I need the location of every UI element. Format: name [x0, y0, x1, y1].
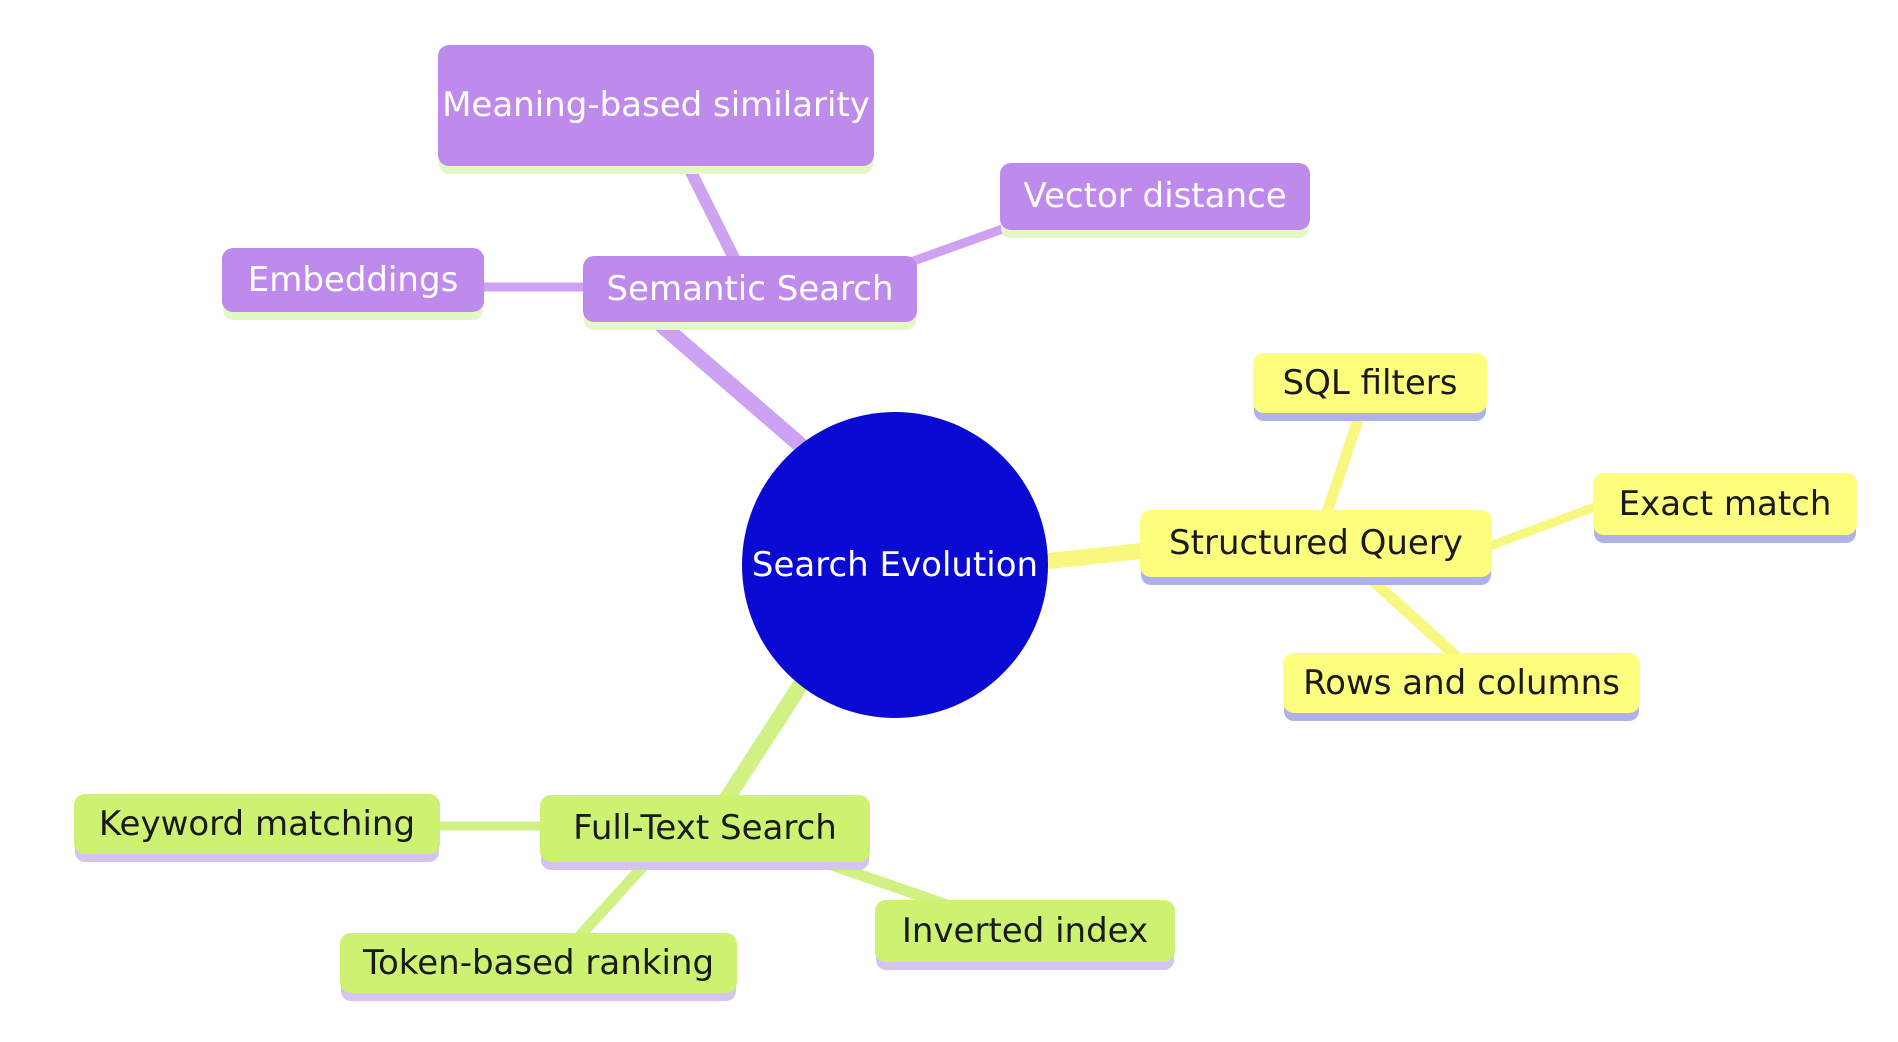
edge-root-semantic-search — [644, 308, 818, 462]
child-node-sql-filters: SQL filters — [1253, 353, 1487, 413]
branch-node-semantic-search: Semantic Search — [583, 256, 917, 322]
edge-fts-inverted-index — [824, 857, 952, 912]
edge-semantic-meaning-based — [678, 155, 742, 265]
root-node-search-evolution: Search Evolution — [742, 412, 1048, 718]
edge-structured-sql-filters — [1320, 418, 1364, 517]
branch-node-full-text-search: Full-Text Search — [540, 795, 870, 862]
edge-semantic-vector-distance — [906, 222, 1010, 268]
edge-structured-exact-match — [1485, 500, 1602, 552]
child-node-keyword-matching: Keyword matching — [74, 794, 440, 854]
edge-root-full-text-search — [719, 673, 812, 805]
edge-structured-rows-columns — [1368, 575, 1462, 663]
child-node-meaning-based-similarity: Meaning-based similarity — [438, 45, 874, 166]
edge-fts-token-based-ranking — [573, 859, 651, 942]
edge-root-structured-query — [1039, 542, 1151, 570]
child-node-vector-distance: Vector distance — [1000, 163, 1310, 230]
branch-node-structured-query: Structured Query — [1140, 510, 1492, 577]
child-node-rows-and-columns: Rows and columns — [1283, 653, 1640, 713]
child-node-token-based-ranking: Token-based ranking — [340, 933, 737, 993]
child-node-exact-match: Exact match — [1593, 473, 1857, 535]
child-node-embeddings: Embeddings — [222, 248, 484, 312]
child-node-inverted-index: Inverted index — [875, 900, 1175, 962]
